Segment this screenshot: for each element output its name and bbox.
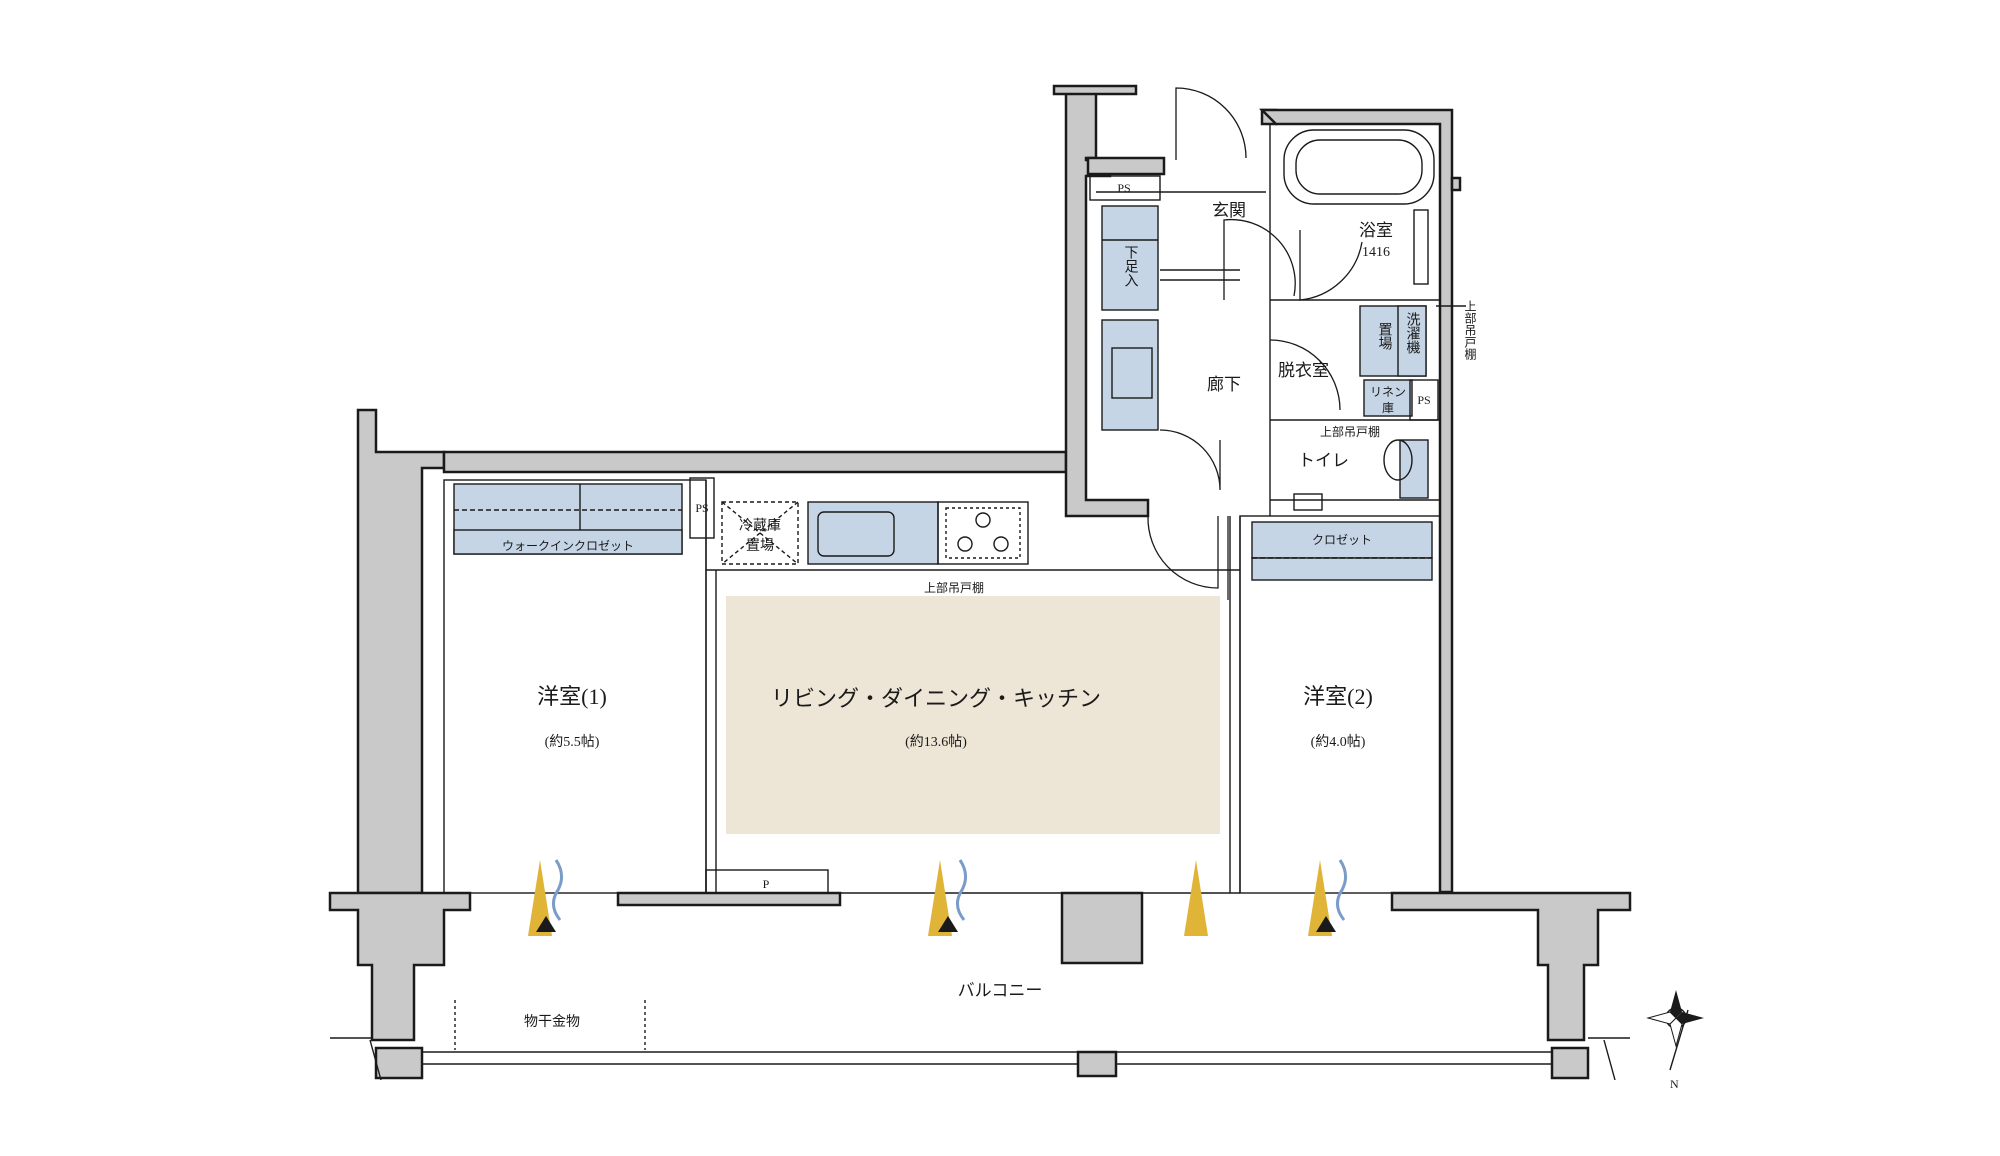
ldk-floor [726,596,1220,834]
ps-entrance-label: PS [1117,181,1130,195]
ldk-area: (約13.6帖) [905,734,967,750]
compass-icon [1646,990,1704,1071]
ps-kitchen-label: PS [695,501,708,515]
p-label: P [763,877,770,891]
ldk-label: リビング・ダイニング・キッチン [771,686,1101,711]
bath-label: 浴室 [1359,221,1393,240]
upper-cabinet-toilet-label: 上部吊戸棚 [1320,424,1380,439]
western2-label: 洋室(2) [1303,684,1373,709]
corridor-label: 廊下 [1207,375,1241,394]
linen-label-1: リネン [1370,385,1406,399]
doors [1147,87,1363,600]
walls [328,84,1632,1080]
fixtures [453,129,1466,894]
labels: 玄関 浴室 1416 廊下 脱衣室 トイレ 洋室(1) (約5.5帖) リビング… [502,181,1679,1091]
upper-cabinet-vertical-label: 上部吊戸棚 [1463,300,1477,361]
balcony-rail [330,1000,1630,1081]
washer-label-2: 置場 [1377,322,1393,350]
upper-cabinet-kitchen-label: 上部吊戸棚 [924,580,984,595]
drying-hardware-label: 物干金物 [524,1014,580,1030]
toilet-label: トイレ [1298,451,1349,470]
fridge-label-1: 冷蔵庫 [739,517,781,534]
airflow-marks [528,859,1347,936]
washer-label-1: 洗濯機 [1405,312,1421,355]
western1-label: 洋室(1) [537,684,607,709]
compass-north-label: N [1670,1077,1679,1091]
western2-area: (約4.0帖) [1311,734,1366,750]
fridge-label-2: 置場 [746,538,774,554]
shoe-box-label: 下足入 [1123,245,1139,287]
walk-in-closet-label: ウォークインクロゼット [502,539,634,553]
closet-label: クロゼット [1312,533,1372,547]
genkan-label: 玄関 [1212,201,1246,220]
ps-toilet-label: PS [1417,393,1430,407]
western1-area: (約5.5帖) [545,734,600,750]
balcony-label: バルコニー [958,981,1043,1000]
dressing-label: 脱衣室 [1278,361,1329,380]
linen-label-2: 庫 [1382,401,1394,415]
bath-size-label: 1416 [1362,245,1390,260]
